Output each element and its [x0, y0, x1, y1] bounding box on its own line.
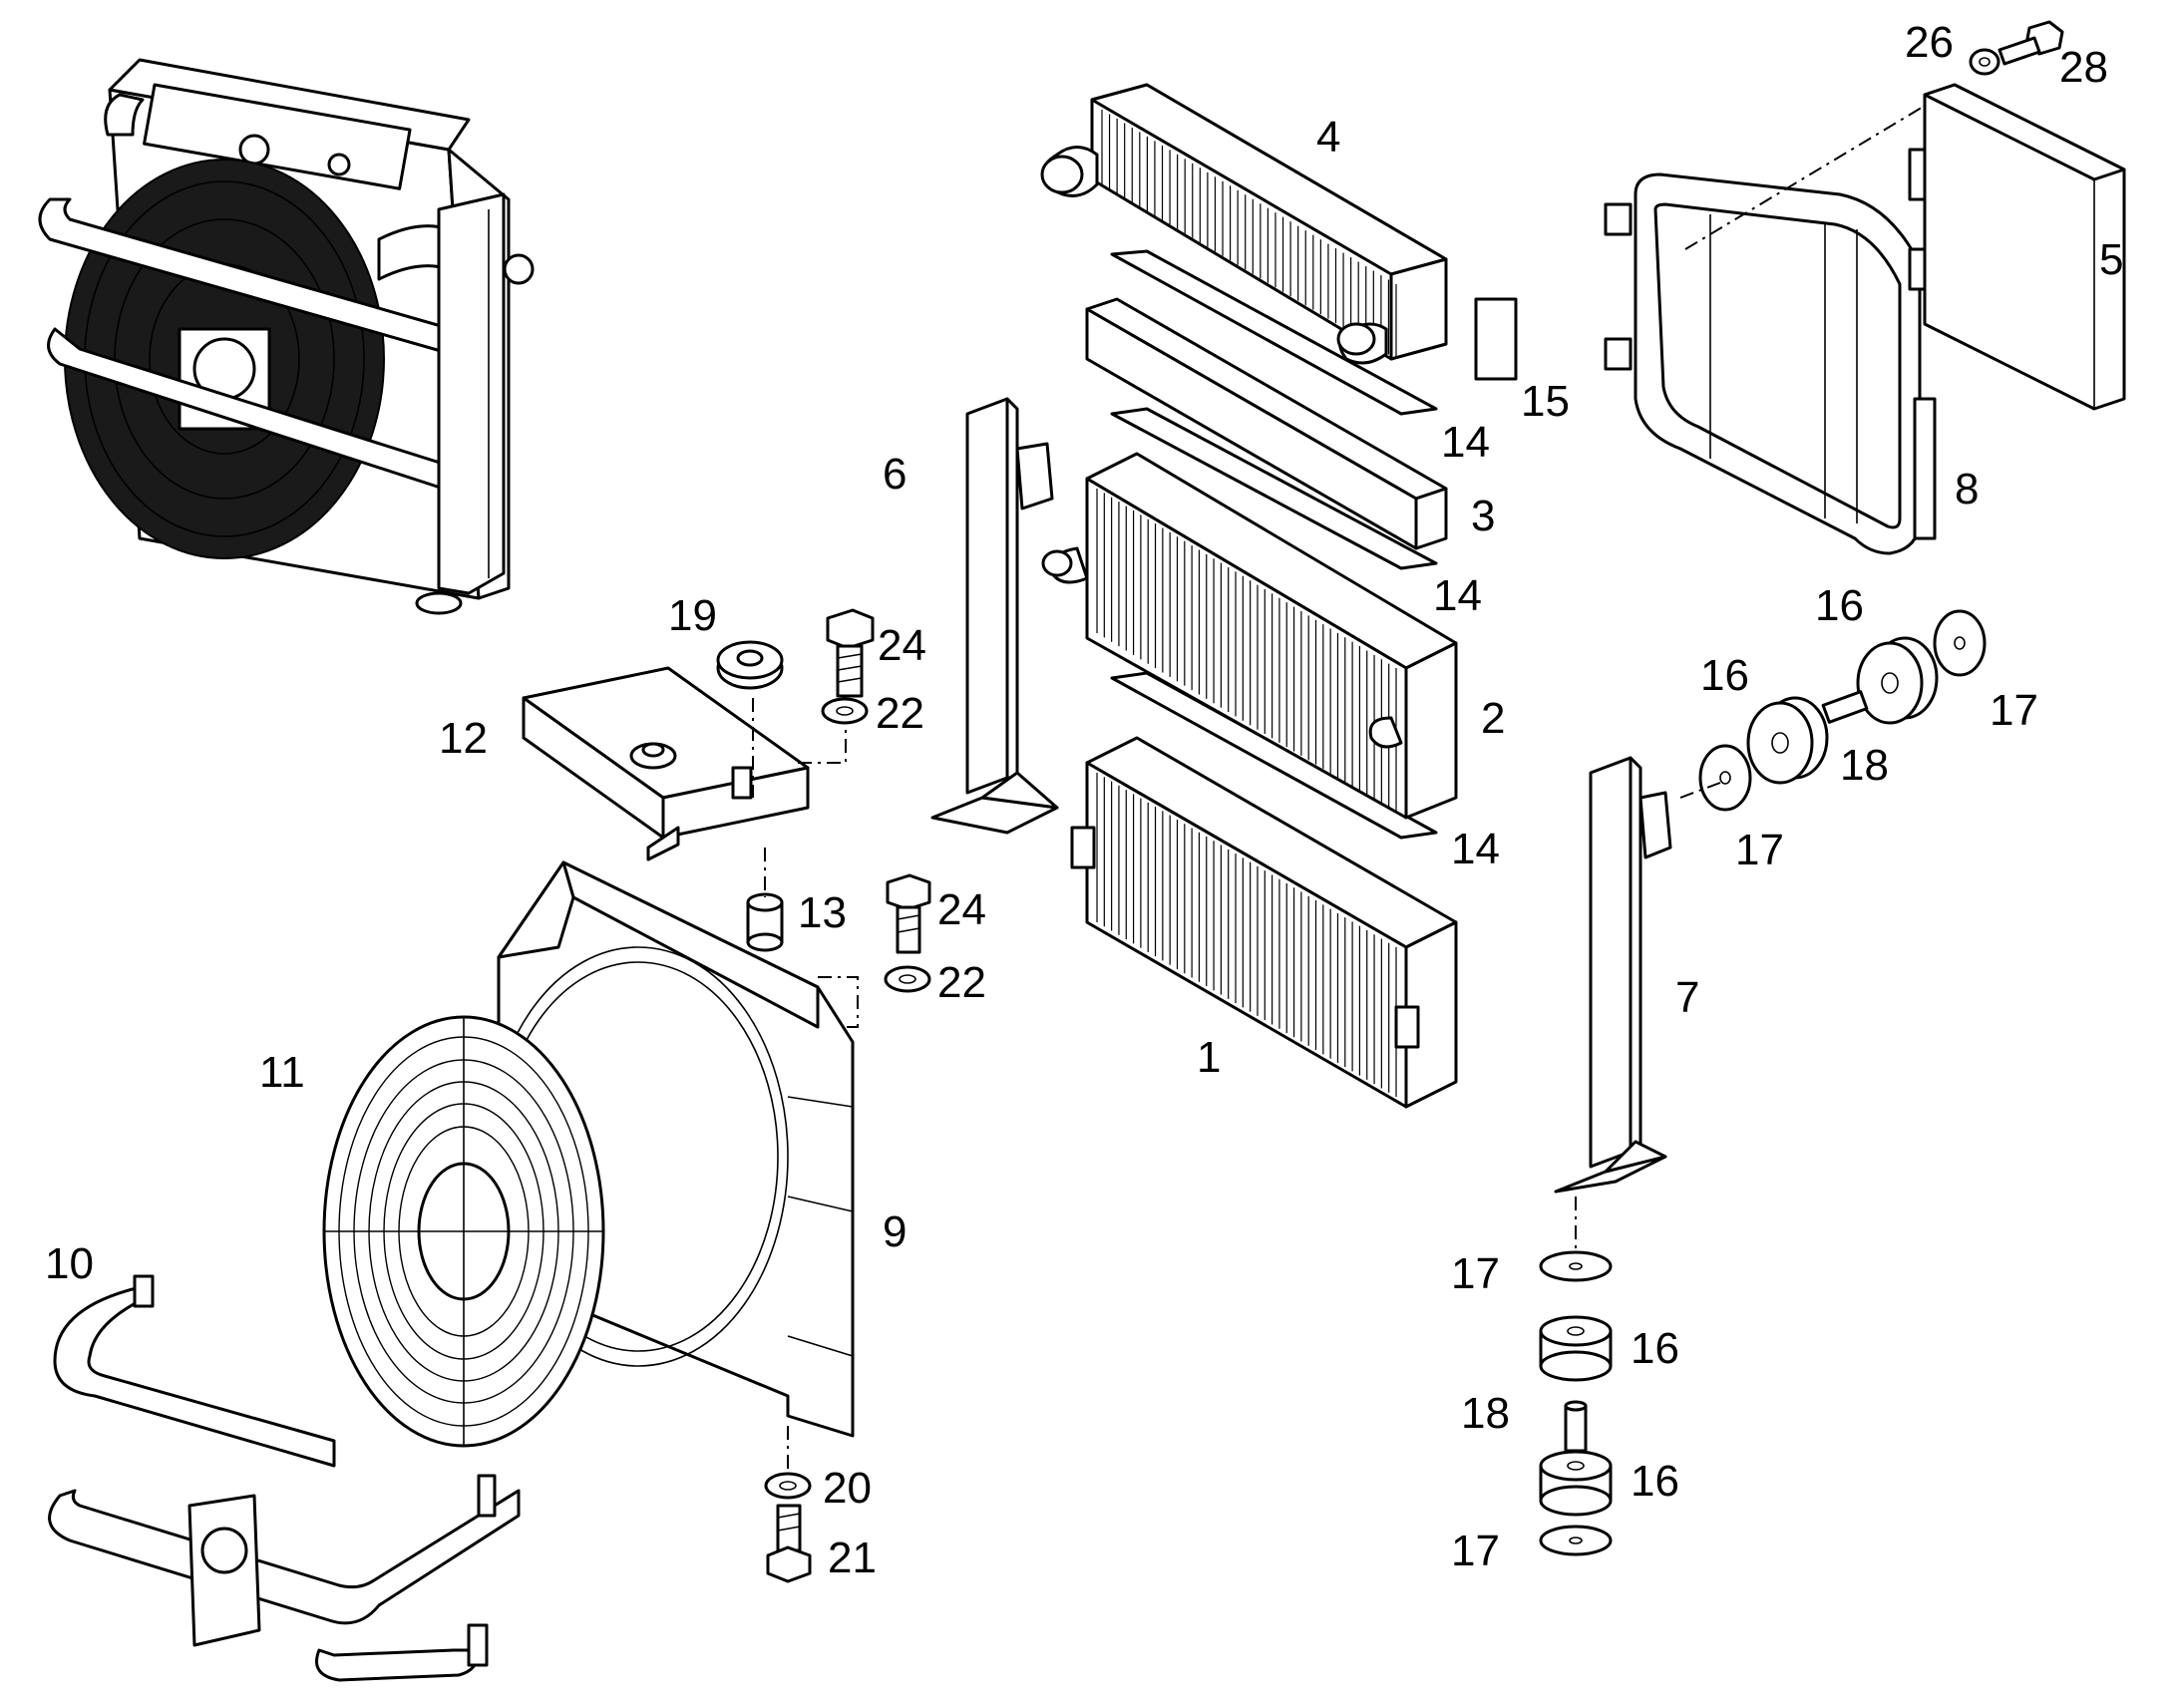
callout-2: 2: [1481, 694, 1505, 743]
assembled-cooling-unit: [38, 58, 535, 615]
mount-rubber-16-lower-bottom: [1539, 1450, 1613, 1517]
callout-5: 5: [2099, 235, 2123, 284]
seal-strips: [1110, 249, 1438, 840]
callout-14a: 14: [1441, 418, 1490, 467]
callout-21: 21: [828, 1534, 877, 1582]
oil-cooler: [1085, 297, 1448, 550]
callout-26: 26: [1905, 18, 1954, 67]
mount-sleeve-18-upper: [1821, 690, 1869, 724]
washer-22-upper: [821, 697, 869, 725]
radiator-cap: [716, 640, 784, 690]
callout-15: 15: [1521, 377, 1570, 426]
callout-24a: 24: [878, 621, 926, 670]
callout-11: 11: [259, 1048, 305, 1097]
mount-washer-17-mid: [1698, 744, 1752, 812]
side-member-right: [1554, 756, 1672, 1194]
bolt-24-lower: [886, 873, 931, 954]
callout-17a: 17: [1990, 686, 2038, 735]
mount-rubber-16-mid: [1746, 696, 1829, 785]
callout-labels: 1 2 3 4 5 6 7 8 9 10 11 12 13 14 14 14 1…: [45, 18, 2123, 1582]
callout-20: 20: [823, 1464, 872, 1513]
callout-3: 3: [1471, 492, 1495, 540]
callout-8: 8: [1955, 465, 1979, 513]
callout-16a: 16: [1815, 581, 1864, 630]
callout-9: 9: [883, 1207, 907, 1256]
fan-guard: [322, 1015, 605, 1448]
cover-plate: [1474, 297, 1518, 381]
callout-4: 4: [1316, 113, 1340, 162]
bushing-13: [746, 892, 784, 952]
bolt-21: [766, 1504, 812, 1583]
mount-rubber-16-upper: [1856, 636, 1939, 725]
charge-air-cooler: [1040, 83, 1448, 365]
callout-10: 10: [45, 1239, 94, 1288]
callout-28: 28: [2059, 43, 2108, 92]
bolt-24-upper: [826, 608, 875, 698]
callout-17c: 17: [1451, 1249, 1500, 1298]
mount-washer-17-upper: [1933, 609, 1987, 677]
callout-16c: 16: [1631, 1324, 1679, 1373]
mount-sleeve-18-lower: [1564, 1400, 1588, 1453]
mount-washer-17-lower-top: [1539, 1250, 1613, 1282]
callout-16d: 16: [1631, 1457, 1679, 1506]
callout-18b: 18: [1461, 1389, 1510, 1438]
callout-6: 6: [883, 450, 907, 499]
lower-radiator-core: [1070, 736, 1458, 1109]
side-panel: [1908, 83, 2126, 411]
callout-17b: 17: [1735, 826, 1784, 874]
callout-14c: 14: [1451, 825, 1500, 873]
callout-1: 1: [1197, 1033, 1221, 1082]
callout-13: 13: [798, 888, 847, 937]
lower-mounting-bracket: [48, 1274, 521, 1682]
radiator-core: [1041, 452, 1458, 820]
header-tank: [522, 666, 810, 861]
callout-19: 19: [668, 591, 717, 640]
callout-17d: 17: [1451, 1527, 1500, 1575]
callout-16b: 16: [1700, 651, 1749, 700]
callout-18a: 18: [1840, 741, 1889, 790]
washer-22-lower: [884, 965, 931, 993]
mount-rubber-16-lower-top: [1539, 1315, 1613, 1382]
callout-12: 12: [439, 714, 488, 763]
bolt-28: [1998, 20, 2064, 66]
mount-washer-17-lower-bottom: [1539, 1525, 1613, 1556]
side-member-left: [930, 397, 1059, 835]
washer-26: [1969, 48, 2000, 76]
washer-20: [764, 1472, 812, 1500]
callout-22a: 22: [876, 689, 924, 738]
callout-7: 7: [1675, 973, 1699, 1022]
callout-24b: 24: [937, 885, 986, 934]
callout-14b: 14: [1433, 571, 1482, 620]
side-frame: [1604, 172, 1937, 555]
callout-22b: 22: [937, 958, 986, 1007]
